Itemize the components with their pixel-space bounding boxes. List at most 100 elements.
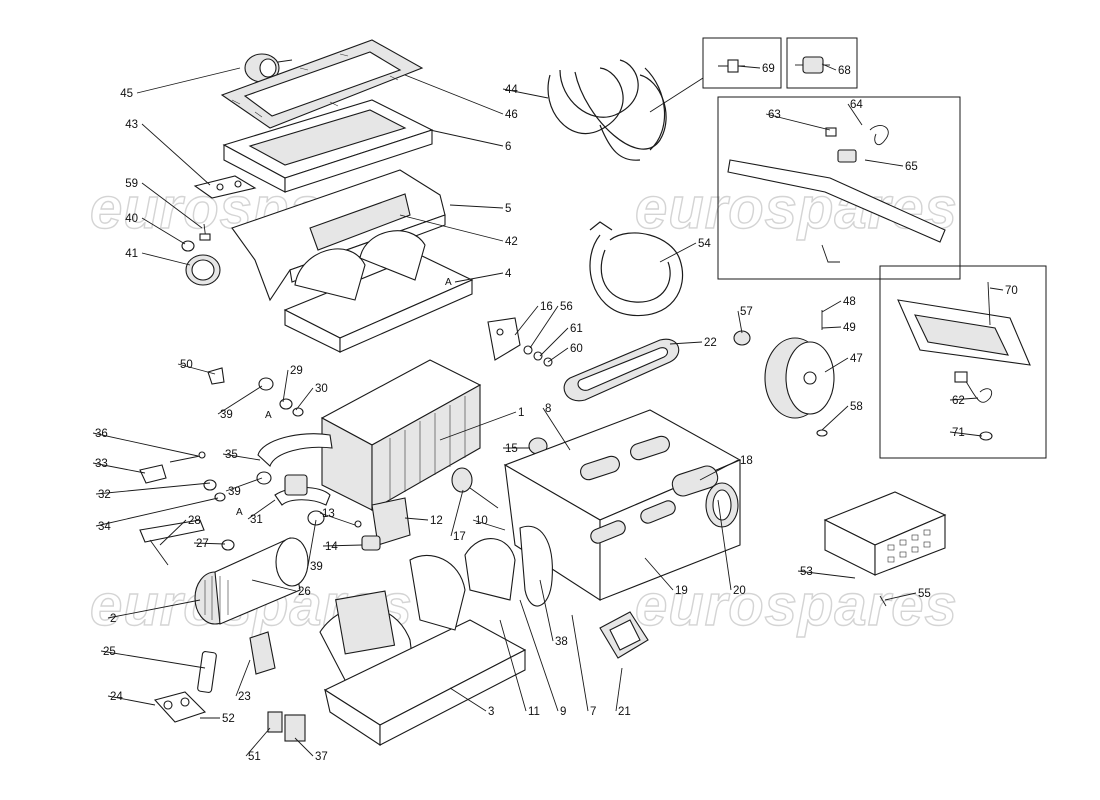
leader-line bbox=[571, 614, 589, 712]
leader-line bbox=[294, 737, 314, 757]
callout-5: 5 bbox=[449, 203, 511, 215]
part-23-socket bbox=[249, 631, 276, 675]
part-number-label: 60 bbox=[570, 343, 583, 355]
callout-60: 60 bbox=[547, 343, 583, 363]
leader-line bbox=[821, 300, 842, 313]
leader-line bbox=[319, 512, 356, 526]
callout-41: 41 bbox=[125, 248, 191, 266]
callout-8: 8 bbox=[542, 403, 571, 451]
leader-line bbox=[222, 453, 261, 461]
callout-14: 14 bbox=[322, 541, 363, 553]
callout-21: 21 bbox=[615, 667, 631, 718]
callout-47: 47 bbox=[824, 353, 863, 373]
part-13-screw bbox=[354, 520, 362, 528]
callout-61: 61 bbox=[539, 323, 583, 357]
parts-layer bbox=[139, 39, 1031, 747]
part-number-label: 43 bbox=[125, 119, 138, 131]
callout-4: 4 bbox=[454, 268, 512, 283]
leader-line bbox=[404, 74, 504, 115]
leader-line bbox=[542, 407, 571, 451]
callout-34: 34 bbox=[95, 497, 219, 533]
part-number-label: 45 bbox=[120, 88, 133, 100]
part-4-lower-housing bbox=[283, 230, 474, 353]
leader-line bbox=[217, 385, 263, 415]
part-6-tray bbox=[222, 99, 434, 193]
part-number-label: 13 bbox=[322, 508, 335, 520]
part-number-label: 46 bbox=[505, 109, 518, 121]
part-number-label: 55 bbox=[918, 588, 931, 600]
leader-line bbox=[454, 272, 504, 283]
callout-9: 9 bbox=[519, 599, 566, 718]
callout-36: 36 bbox=[92, 428, 199, 457]
callout-54: 54 bbox=[659, 238, 711, 263]
leader-line bbox=[821, 63, 837, 71]
leader-line bbox=[989, 287, 1004, 291]
part-number-label: 71 bbox=[952, 427, 965, 439]
callout-43: 43 bbox=[125, 119, 211, 186]
part-number-label: 68 bbox=[838, 65, 851, 77]
part-number-label: 65 bbox=[905, 161, 918, 173]
part-number-label: 8 bbox=[545, 403, 551, 415]
part-3-lower-tray bbox=[319, 590, 527, 747]
part-number-label: 3 bbox=[488, 706, 494, 718]
callout-11: 11 bbox=[499, 619, 540, 718]
leader-line bbox=[737, 65, 761, 69]
callout-32: 32 bbox=[95, 482, 211, 501]
callout-18: 18 bbox=[699, 455, 753, 481]
part-number-label: 33 bbox=[95, 458, 108, 470]
leader-line bbox=[499, 619, 527, 712]
callout-52: 52 bbox=[200, 713, 235, 725]
callout-3: 3 bbox=[449, 687, 494, 718]
part-47-blower bbox=[764, 310, 835, 437]
part-number-label: 36 bbox=[95, 428, 108, 440]
leader-line bbox=[107, 599, 201, 619]
leader-line bbox=[177, 363, 216, 375]
callout-64: 64 bbox=[847, 99, 863, 126]
part-28-strap bbox=[139, 519, 205, 566]
part-number-label: 70 bbox=[1005, 285, 1018, 297]
callout-57: 57 bbox=[737, 306, 753, 334]
part-number-label: 19 bbox=[675, 585, 688, 597]
part-1-evaporator bbox=[320, 359, 482, 511]
part-number-label: 9 bbox=[560, 706, 566, 718]
part-number-label: 39 bbox=[310, 561, 323, 573]
callout-37: 37 bbox=[294, 737, 328, 763]
part-number-label: 11 bbox=[528, 706, 540, 718]
part-54-wiring bbox=[589, 221, 684, 317]
part-number-label: 27 bbox=[196, 538, 209, 550]
part-number-label: 22 bbox=[704, 337, 717, 349]
part-18-gasket bbox=[671, 465, 719, 497]
callout-63: 63 bbox=[765, 109, 831, 131]
connection-marker-A3: A bbox=[445, 277, 452, 288]
leader-line bbox=[439, 411, 517, 441]
callout-20: 20 bbox=[717, 499, 746, 597]
leader-line bbox=[519, 599, 559, 712]
leader-line bbox=[251, 579, 297, 592]
part-number-label: 14 bbox=[325, 541, 338, 553]
part-number-label: 52 bbox=[222, 713, 235, 725]
part-number-label: 53 bbox=[800, 566, 813, 578]
part-33-clip bbox=[139, 464, 167, 484]
callout-58: 58 bbox=[821, 401, 863, 431]
part-number-label: 30 bbox=[315, 383, 328, 395]
callout-16: 16 bbox=[514, 301, 553, 336]
callout-65: 65 bbox=[864, 159, 918, 173]
callout-10: 10 bbox=[472, 515, 506, 531]
callout-31: 31 bbox=[247, 499, 276, 526]
part-32-34-nuts bbox=[203, 479, 226, 502]
callout-48: 48 bbox=[821, 296, 856, 313]
callout-29: 29 bbox=[282, 365, 303, 403]
part-40-nut bbox=[181, 240, 195, 252]
leader-line bbox=[322, 544, 363, 547]
callout-22: 22 bbox=[669, 337, 717, 349]
leader-line bbox=[539, 579, 554, 642]
part-number-label: 58 bbox=[850, 401, 863, 413]
leader-line bbox=[449, 687, 487, 712]
leader-line bbox=[100, 650, 206, 669]
leader-line bbox=[615, 667, 623, 712]
part-number-label: 35 bbox=[225, 449, 238, 461]
leader-line bbox=[141, 217, 186, 245]
connection-marker-A1: A bbox=[265, 410, 272, 421]
